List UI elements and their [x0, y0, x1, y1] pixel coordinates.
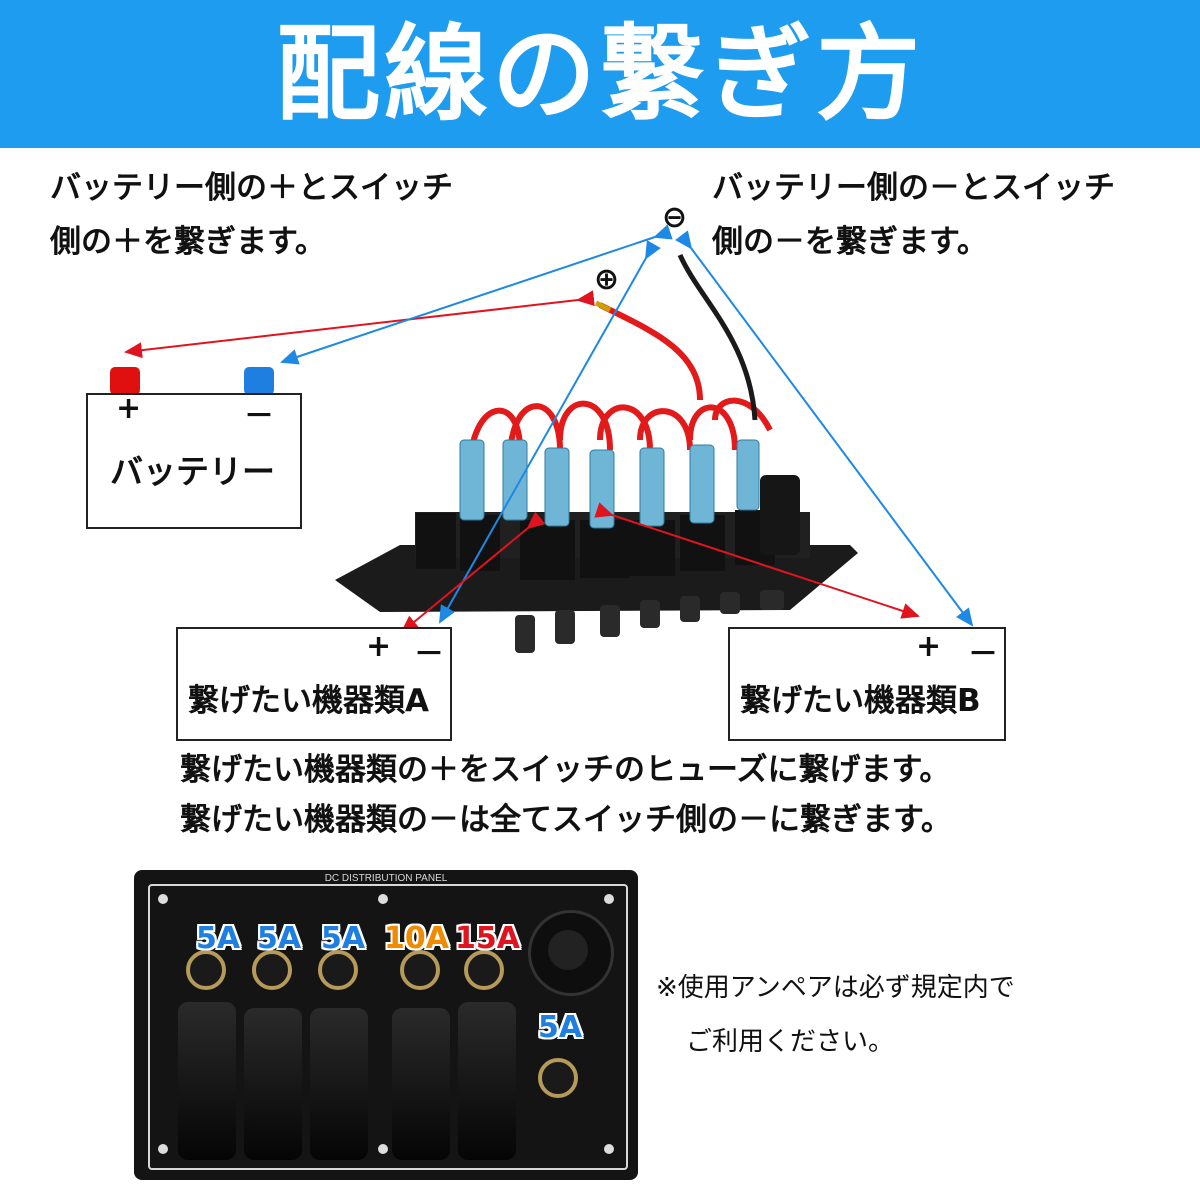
fuse-cap[interactable]: [400, 950, 440, 990]
device-a-box: + － 繋げたい機器類A: [176, 627, 452, 741]
rocker-switch[interactable]: [458, 1002, 516, 1160]
screw-hole: [378, 894, 388, 904]
page-title: 配線の繋ぎ方: [275, 13, 924, 135]
device-b-plus-sign: +: [916, 629, 942, 664]
screw-hole: [378, 1144, 388, 1154]
device-b-box: + － 繋げたい機器類B: [728, 627, 1006, 741]
rocker-switch[interactable]: [392, 1008, 450, 1160]
plus-wire-symbol: ⊕: [594, 262, 620, 297]
footnote-line1: ※使用アンペアは必ず規定内で: [656, 973, 1015, 1003]
battery-label: バッテリー: [110, 452, 275, 491]
distribution-panel: DC DISTRIBUTION PANEL: [134, 870, 638, 1180]
screw-hole: [158, 1144, 168, 1154]
fuse-cap[interactable]: [464, 950, 504, 990]
rocker-switch[interactable]: [244, 1008, 302, 1160]
screw-hole: [158, 894, 168, 904]
panel-border-line: [148, 884, 628, 1170]
socket-fuse-cap[interactable]: [538, 1058, 578, 1098]
fuse-label-5: 15A: [455, 921, 520, 956]
device-a-plus-sign: +: [366, 629, 392, 664]
minus-wire-symbol: ⊖: [662, 200, 688, 235]
minus-note-line1: バッテリー側の－とスイッチ: [712, 170, 1115, 206]
screw-hole: [604, 894, 614, 904]
header-banner: 配線の繋ぎ方: [0, 0, 1200, 148]
battery-minus-terminal: [244, 367, 274, 395]
rocker-switch[interactable]: [310, 1008, 368, 1160]
fuse-label-4: 10A: [384, 921, 449, 956]
plus-note-line1: バッテリー側の＋とスイッチ: [50, 170, 453, 206]
fuse-cap[interactable]: [318, 950, 358, 990]
fuse-cap[interactable]: [252, 950, 292, 990]
footnote-line2: ご利用ください。: [686, 1027, 895, 1057]
fuse-cap[interactable]: [186, 950, 226, 990]
battery-plus-sign: +: [116, 391, 142, 426]
battery-box: + － バッテリー: [86, 391, 302, 529]
device-b-label: 繋げたい機器類B: [740, 683, 981, 719]
battery-plus-terminal: [110, 367, 140, 395]
fuse-label-1: 5A: [196, 921, 241, 956]
power-socket[interactable]: [528, 910, 614, 996]
instruction-line1: 繋げたい機器類の＋をスイッチのヒューズに繋げます。: [180, 752, 951, 788]
instruction-line2: 繋げたい機器類の－は全てスイッチ側の－に繋ぎます。: [180, 802, 952, 838]
plus-note-line2: 側の＋を繋ぎます。: [50, 224, 326, 260]
device-b-minus-sign: －: [968, 637, 998, 672]
screw-hole: [604, 1144, 614, 1154]
socket-fuse-label: 5A: [538, 1010, 583, 1045]
fuse-label-2: 5A: [257, 921, 302, 956]
fuse-label-3: 5A: [321, 921, 366, 956]
battery-minus-sign: －: [244, 399, 274, 434]
rocker-switch[interactable]: [178, 1002, 236, 1160]
device-a-minus-sign: －: [414, 637, 444, 672]
device-a-label: 繋げたい機器類A: [188, 683, 429, 719]
power-socket-inner: [548, 930, 588, 970]
panel-title: DC DISTRIBUTION PANEL: [324, 873, 448, 884]
switch-panel-photo: [335, 253, 858, 653]
